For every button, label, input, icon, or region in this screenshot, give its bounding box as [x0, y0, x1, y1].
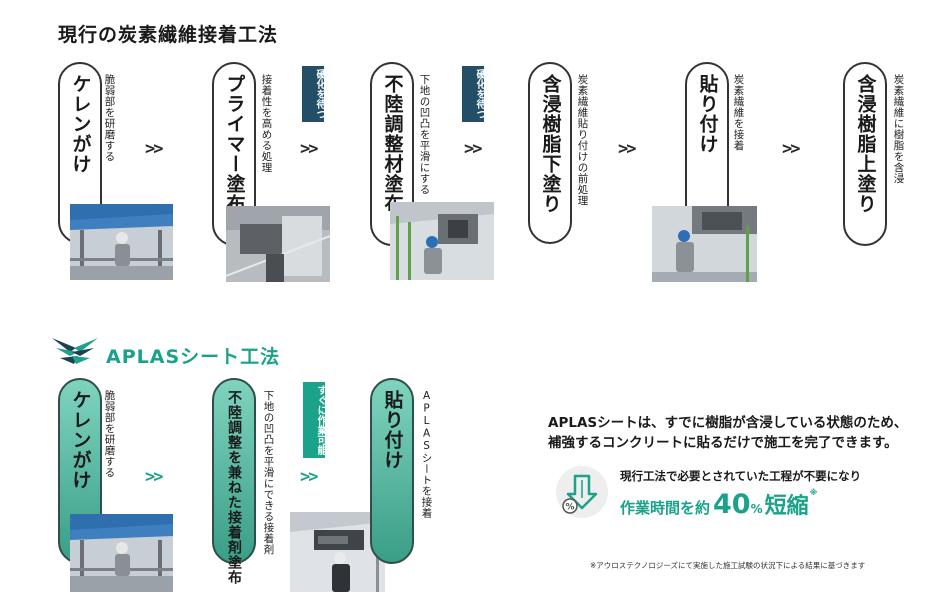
cure-wait-badge: 硬化を待つ: [302, 66, 325, 122]
section-title-current: 現行の炭素繊維接着工法: [58, 24, 279, 46]
work-photo-aplas-1: [70, 514, 173, 592]
step-label: 不陸調整を兼ねた接着剤塗布: [226, 390, 242, 585]
step-desc: 炭素繊維貼り付けの前処理: [576, 74, 589, 206]
step-pill-undercoat: 含浸樹脂下塗り: [528, 62, 572, 244]
summary-statement: APLASシートは、すでに樹脂が含浸している状態のため、 補強するコンクリートに…: [548, 414, 907, 453]
photo-aplas-attach-image: [290, 512, 385, 592]
flow-arrow: >>: [300, 139, 319, 159]
step-desc: 脆弱部を研磨する: [103, 74, 116, 162]
reduction-prefix: 作業時間を約: [620, 499, 711, 517]
reduction-note-mark: ※: [809, 488, 818, 497]
flow-arrow: >>: [618, 139, 637, 159]
photo-primer-image: [226, 206, 330, 282]
flow-arrow: >>: [145, 139, 164, 159]
step-desc: 下地の凹凸を平滑にできる接着剤: [262, 390, 275, 555]
step-desc: 炭素繊維に樹脂を含浸: [892, 74, 905, 184]
svg-text:%: %: [565, 503, 574, 513]
flow-arrow: >>: [145, 467, 164, 487]
photo-leveling-image: [390, 202, 494, 280]
reduction-suffix: 短縮: [764, 494, 809, 519]
step-desc: 脆弱部を研磨する: [103, 390, 116, 478]
flow-arrow: >>: [782, 139, 801, 159]
step-label: ケレンがけ: [69, 390, 92, 490]
footnote: ※アウロステクノロジーズにて実施した施工試験の状況下による結果に基づきます: [590, 561, 866, 570]
step-label: 貼り付け: [696, 74, 719, 154]
step-desc: 炭素繊維を接着: [732, 74, 745, 151]
photo-keren-image: [70, 514, 173, 592]
aplas-step-pill-adhesive: 不陸調整を兼ねた接着剤塗布: [212, 378, 256, 585]
step-label: ケレンがけ: [69, 74, 92, 174]
work-photo-2: [226, 206, 330, 282]
reduction-unit: %: [750, 502, 763, 516]
section-title-aplas: APLASシート工法: [106, 346, 281, 368]
photo-attach-image: [652, 206, 757, 282]
step-label: 貼り付け: [381, 390, 404, 470]
ready-badge: すぐに作業可能: [303, 382, 326, 458]
photo-keren-image: [70, 204, 173, 280]
statement-line-2: 補強するコンクリートに貼るだけで施工を完了できます。: [548, 434, 898, 451]
step-pill-topcoat: 含浸樹脂上塗り: [843, 62, 887, 246]
time-reduction: 作業時間を約 40 % 短縮 ※: [620, 488, 817, 520]
reduction-number: 40: [713, 489, 751, 520]
aplas-step-pill-attach: 貼り付け: [370, 378, 414, 564]
aplas-logo-icon: [50, 334, 100, 368]
step-label: プライマー塗布: [223, 74, 246, 214]
cure-wait-badge: 硬化を待つ: [462, 66, 485, 122]
work-photo-aplas-2: [290, 512, 385, 592]
work-photo-3: [390, 202, 494, 280]
work-photo-1: [70, 204, 173, 280]
flow-arrow: >>: [300, 467, 319, 487]
down-arrow-percent-icon: %: [556, 466, 608, 518]
step-desc: 接着性を高める処理: [260, 74, 273, 173]
step-desc: APLASシートを接着: [420, 390, 433, 519]
step-desc: 下地の凹凸を平滑にする: [418, 74, 431, 195]
flow-arrow: >>: [464, 139, 483, 159]
work-photo-5: [652, 206, 757, 282]
result-line: 現行工法で必要とされていた工程が不要になり: [620, 469, 862, 483]
statement-line-1: APLASシートは、すでに樹脂が含浸している状態のため、: [548, 415, 908, 431]
step-label: 含浸樹脂上塗り: [854, 74, 877, 214]
step-label: 不陸調整材塗布: [381, 74, 404, 214]
step-label: 含浸樹脂下塗り: [539, 74, 562, 214]
